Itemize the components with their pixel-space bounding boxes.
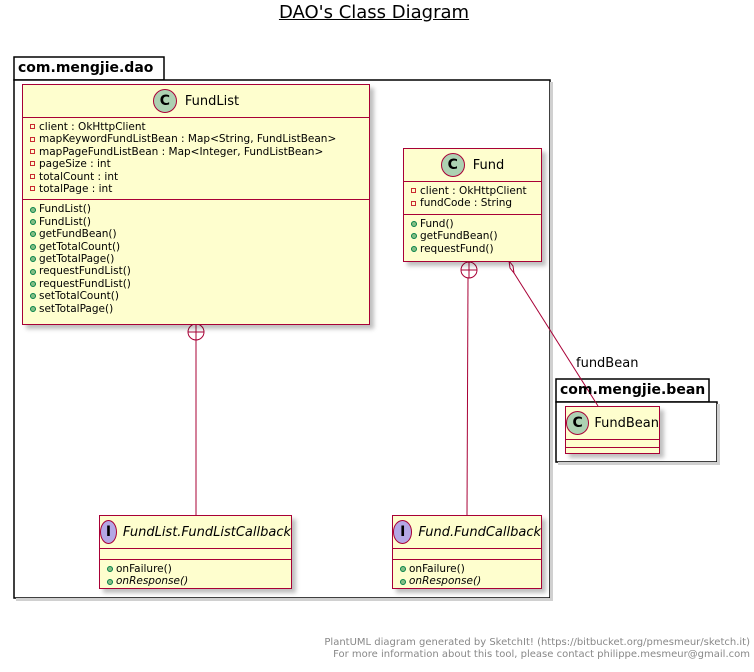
public-icon: [106, 563, 116, 575]
method: getFundBean(): [410, 230, 535, 242]
method: setTotalPage(): [29, 303, 363, 315]
footer: PlantUML diagram generated by SketchIt! …: [324, 637, 750, 661]
diagram-title: DAO's Class Diagram: [278, 2, 470, 23]
class-icon: C: [440, 153, 465, 177]
class-name: FundBean: [594, 415, 659, 431]
footer-line-1: PlantUML diagram generated by SketchIt! …: [324, 637, 750, 648]
method: FundList(): [29, 216, 363, 228]
public-icon: [29, 266, 39, 278]
class-name: FundList: [184, 93, 240, 109]
public-icon: [29, 228, 39, 240]
methods-section: Fund() getFundBean() requestFund(): [404, 213, 541, 259]
nesting-icon-fundlist: [187, 323, 205, 341]
fields-section: client : OkHttpClient mapKeywordFundList…: [23, 118, 369, 199]
package-bean-label: com.mengjie.bean: [560, 382, 706, 398]
private-icon: [410, 185, 420, 197]
public-icon: [29, 204, 39, 216]
fields-section: client : OkHttpClient fundCode : String: [404, 182, 541, 214]
aggregation-line: [513, 272, 599, 407]
private-icon: [29, 171, 39, 183]
footer-line-2: For more information about this tool, pl…: [333, 649, 750, 660]
field: client : OkHttpClient: [29, 121, 363, 133]
public-icon: [29, 216, 39, 228]
field: mapPageFundListBean : Map<Integer, FundL…: [29, 146, 363, 158]
field: totalCount : int: [29, 171, 363, 183]
interface-icon: I: [100, 520, 117, 544]
method: requestFundList(): [29, 265, 363, 277]
fields-section: [566, 440, 659, 448]
interface-fund-callback[interactable]: I Fund.FundCallback onFailure() onRespon…: [392, 515, 542, 589]
class-icon: C: [152, 89, 177, 113]
methods-section: [566, 448, 659, 454]
method: onResponse(): [399, 575, 535, 587]
class-fundbean[interactable]: C FundBean: [565, 406, 660, 454]
interface-name: Fund.FundCallback: [418, 524, 541, 540]
method: requestFundList(): [29, 278, 363, 290]
class-fundlist[interactable]: C FundList client : OkHttpClient mapKeyw…: [22, 84, 370, 325]
methods-section: FundList() FundList() getFundBean() getT…: [23, 199, 369, 319]
public-icon: [29, 253, 39, 265]
method: getFundBean(): [29, 228, 363, 240]
methods-section: onFailure() onResponse(): [100, 559, 291, 592]
interface-name: FundList.FundListCallback: [122, 524, 291, 540]
private-icon: [29, 158, 39, 170]
aggregation-diamond: [508, 259, 515, 275]
public-icon: [29, 290, 39, 302]
public-icon: [410, 218, 420, 230]
methods-section: onFailure() onResponse(): [393, 559, 541, 592]
private-icon: [29, 121, 39, 133]
method: onFailure(): [106, 563, 285, 575]
nesting-icon-fund: [460, 261, 478, 279]
method: getTotalPage(): [29, 253, 363, 265]
method: onResponse(): [106, 575, 285, 587]
fields-section: [393, 549, 541, 559]
private-icon: [29, 134, 39, 146]
public-icon: [410, 230, 420, 242]
interface-icon: I: [393, 520, 413, 544]
field: client : OkHttpClient: [410, 185, 535, 197]
method: getTotalCount(): [29, 241, 363, 253]
field: mapKeywordFundListBean : Map<String, Fun…: [29, 133, 363, 145]
public-icon: [410, 243, 420, 255]
public-icon: [29, 303, 39, 315]
method: Fund(): [410, 218, 535, 230]
class-fund[interactable]: C Fund client : OkHttpClient fundCode : …: [403, 148, 542, 262]
private-icon: [29, 146, 39, 158]
class-name: Fund: [472, 157, 505, 173]
nesting-line-fund: [466, 277, 469, 516]
public-icon: [399, 576, 409, 588]
field: totalPage : int: [29, 183, 363, 195]
field: pageSize : int: [29, 158, 363, 170]
package-dao-label: com.mengjie.dao: [18, 60, 154, 76]
method: FundList(): [29, 203, 363, 215]
association-label: fundBean: [576, 356, 639, 371]
method: onFailure(): [399, 563, 535, 575]
private-icon: [410, 198, 420, 210]
public-icon: [399, 563, 409, 575]
public-icon: [29, 278, 39, 290]
private-icon: [29, 183, 39, 195]
method: setTotalCount(): [29, 290, 363, 302]
public-icon: [29, 241, 39, 253]
class-icon: C: [566, 411, 590, 435]
field: fundCode : String: [410, 197, 535, 209]
fields-section: [100, 549, 291, 559]
method: requestFund(): [410, 243, 535, 255]
public-icon: [106, 576, 116, 588]
interface-fundlist-callback[interactable]: I FundList.FundListCallback onFailure() …: [99, 515, 292, 589]
